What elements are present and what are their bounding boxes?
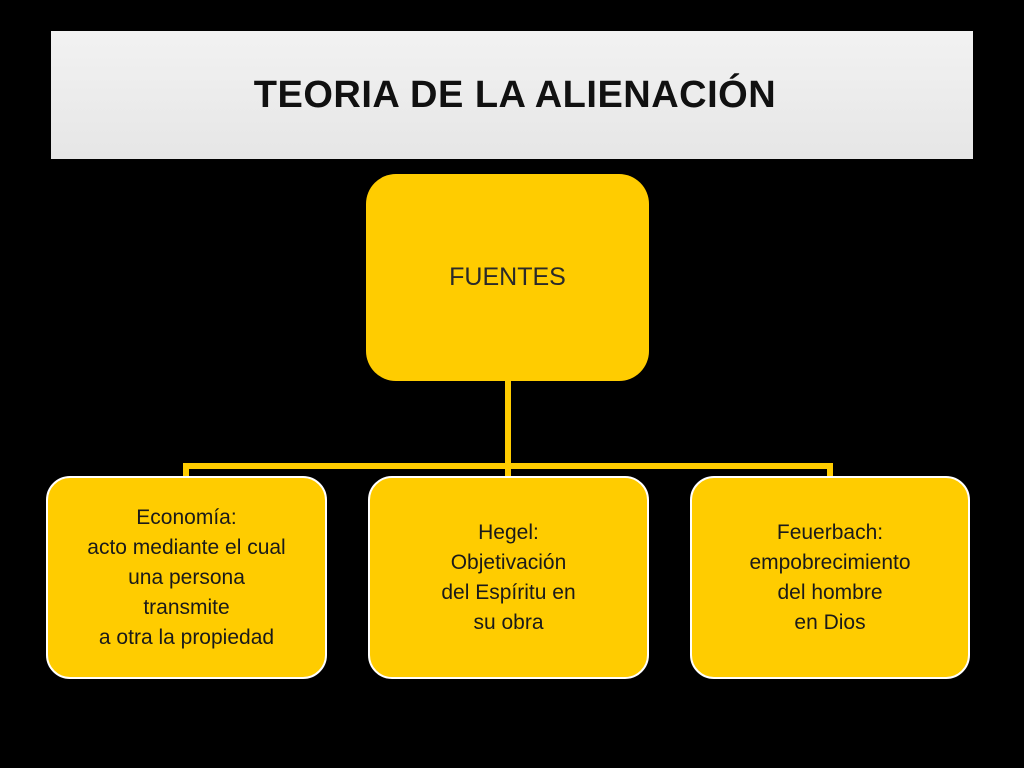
child-node-economia: Economía: acto mediante el cual una pers…	[46, 476, 327, 679]
child-node-feuerbach: Feuerbach: empobrecimiento del hombre en…	[690, 476, 970, 679]
child-line: una persona	[128, 565, 245, 589]
child-line: acto mediante el cual	[87, 535, 286, 559]
title-banner: TEORIA DE LA ALIENACIÓN	[51, 31, 973, 159]
child-line: su obra	[473, 610, 544, 634]
child-line: Hegel:	[478, 520, 539, 544]
child-line: Economía:	[136, 505, 237, 529]
child-node-text: Economía: acto mediante el cual una pers…	[87, 503, 285, 653]
child-node-text: Hegel: Objetivación del Espíritu en su o…	[441, 518, 575, 638]
child-line: a otra la propiedad	[98, 625, 275, 649]
child-line: Feuerbach:	[776, 520, 884, 544]
slide-title: TEORIA DE LA ALIENACIÓN	[253, 73, 777, 116]
child-line: en Dios	[794, 610, 866, 634]
child-line: empobrecimiento	[749, 550, 911, 574]
root-node-label: FUENTES	[449, 263, 566, 291]
child-line: Objetivación	[450, 550, 567, 574]
child-node-hegel: Hegel: Objetivación del Espíritu en su o…	[368, 476, 649, 679]
child-line: transmite	[143, 595, 230, 619]
child-node-text: Feuerbach: empobrecimiento del hombre en…	[749, 518, 910, 638]
child-line: del hombre	[777, 580, 883, 604]
root-node-fuentes: FUENTES	[366, 174, 649, 381]
child-line: del Espíritu en	[441, 580, 576, 604]
